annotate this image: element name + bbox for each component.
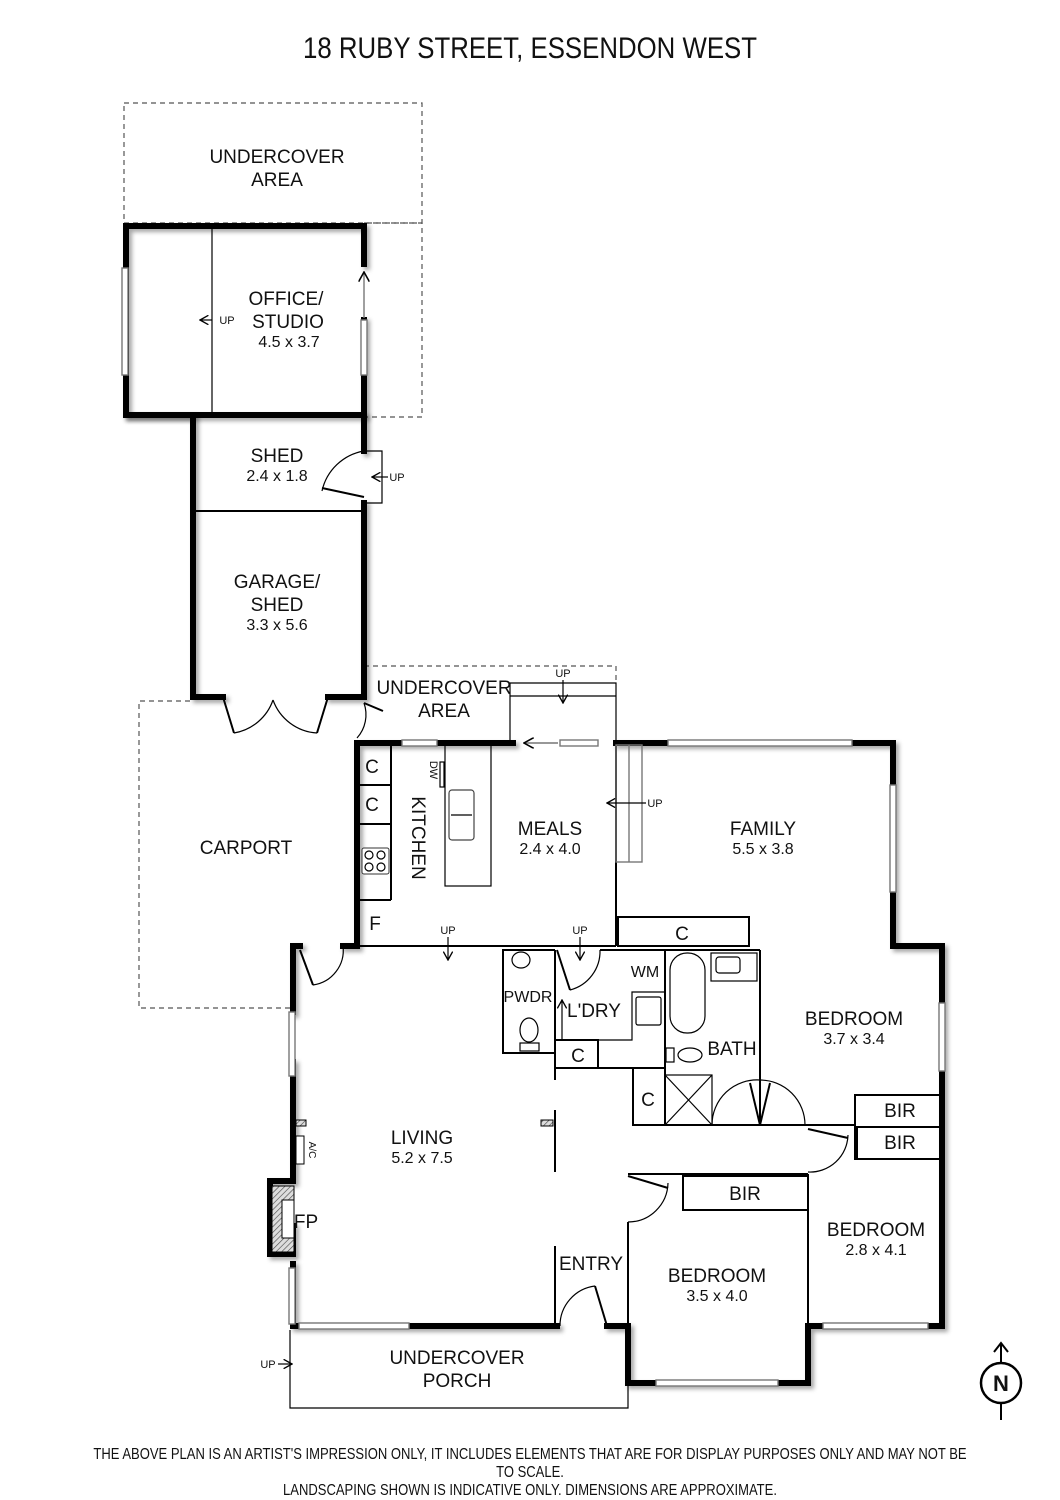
svg-text:C: C — [571, 1046, 585, 1067]
svg-text:UP: UP — [440, 925, 455, 937]
svg-text:C: C — [641, 1090, 655, 1111]
kitchen — [360, 744, 492, 901]
cooktop-icon — [361, 847, 390, 875]
garage-label: GARAGE/ — [234, 572, 321, 593]
svg-text:STUDIO: STUDIO — [252, 312, 324, 333]
north-arrow-icon — [979, 1341, 1023, 1420]
bedroom3-window — [822, 1322, 929, 1330]
wet-areas — [502, 949, 855, 1126]
carport-label: CARPORT — [200, 838, 293, 859]
powder-room-label: PWDR — [504, 989, 553, 1006]
svg-text:N: N — [993, 1371, 1009, 1396]
plan-title: 18 RUBY STREET, ESSENDON WEST — [303, 32, 757, 65]
shed-label: SHED — [251, 446, 304, 467]
undercover-area-mid — [364, 665, 617, 684]
svg-text:2.4 x 4.0: 2.4 x 4.0 — [519, 841, 580, 858]
svg-text:UP: UP — [572, 925, 587, 937]
svg-text:3.5 x 4.0: 3.5 x 4.0 — [686, 1288, 747, 1305]
undercover-porch — [278, 1330, 629, 1409]
bedroom-2-label: BEDROOM — [668, 1266, 766, 1287]
svg-text:SHED: SHED — [251, 595, 304, 616]
fireplace — [271, 1185, 295, 1253]
svg-text:C: C — [365, 795, 379, 816]
svg-text:C: C — [365, 757, 379, 778]
svg-text:UP: UP — [647, 798, 662, 810]
svg-text:BIR: BIR — [729, 1184, 761, 1205]
svg-text:BIR: BIR — [884, 1133, 916, 1154]
svg-text:5.5 x 3.8: 5.5 x 3.8 — [732, 841, 793, 858]
bedroom-1-label: BEDROOM — [805, 1009, 903, 1030]
disclaimer: THE ABOVE PLAN IS AN ARTIST'S IMPRESSION… — [93, 1446, 967, 1499]
laundry-label: L'DRY — [567, 1001, 621, 1022]
svg-text:AREA: AREA — [251, 170, 303, 191]
bedroom-3-label: BEDROOM — [827, 1220, 925, 1241]
bedroom2-window — [655, 1379, 779, 1387]
undercover-area-mid-label: UNDERCOVER — [376, 678, 511, 699]
entry-label: ENTRY — [559, 1254, 623, 1275]
office-window-west — [121, 267, 129, 376]
svg-text:UP: UP — [389, 472, 404, 484]
main-house-walls — [267, 740, 945, 1386]
svg-text:UP: UP — [260, 1359, 275, 1371]
bath-label: BATH — [707, 1039, 756, 1060]
svg-text:3.3 x 5.6: 3.3 x 5.6 — [246, 617, 307, 634]
bedroom-walls — [559, 1094, 943, 1327]
svg-text:WM: WM — [631, 964, 659, 981]
svg-text:BIR: BIR — [884, 1101, 916, 1122]
living-label: LIVING — [391, 1128, 453, 1149]
svg-text:PORCH: PORCH — [423, 1371, 492, 1392]
svg-text:A/C: A/C — [306, 1142, 317, 1159]
meals-label: MEALS — [518, 819, 582, 840]
shed-garage-walls — [123, 412, 367, 700]
aircon-unit — [295, 1135, 305, 1165]
living-window-west — [288, 1011, 296, 1077]
office-dimensions: 4.5 x 3.7 — [258, 334, 319, 351]
svg-text:5.2 x 7.5: 5.2 x 7.5 — [391, 1150, 452, 1167]
carport-area — [138, 700, 293, 1009]
svg-text:UP: UP — [555, 668, 570, 680]
office-studio — [123, 223, 367, 418]
bedroom1-window — [938, 1002, 946, 1072]
fridge-label: F — [369, 914, 381, 935]
family-window-north — [667, 739, 853, 747]
kitchen-label: KITCHEN — [407, 796, 428, 879]
svg-text:2.4 x 1.8: 2.4 x 1.8 — [246, 468, 307, 485]
porch-label: UNDERCOVER — [389, 1348, 524, 1369]
office-window-east — [360, 319, 368, 376]
family-window-east — [889, 784, 897, 893]
family-label: FAMILY — [730, 819, 796, 840]
fireplace-label: FP — [294, 1212, 318, 1233]
svg-text:DW: DW — [427, 761, 439, 780]
svg-text:C: C — [675, 924, 689, 945]
svg-text:AREA: AREA — [418, 701, 470, 722]
living-window-south — [298, 1322, 410, 1330]
svg-text:2.8 x 4.1: 2.8 x 4.1 — [845, 1242, 906, 1259]
undercover-area-top-label: UNDERCOVER — [209, 147, 344, 168]
office-studio-label: OFFICE/ — [249, 289, 325, 310]
svg-text:3.7 x 3.4: 3.7 x 3.4 — [823, 1031, 884, 1048]
step-up-label: UP — [219, 315, 234, 327]
